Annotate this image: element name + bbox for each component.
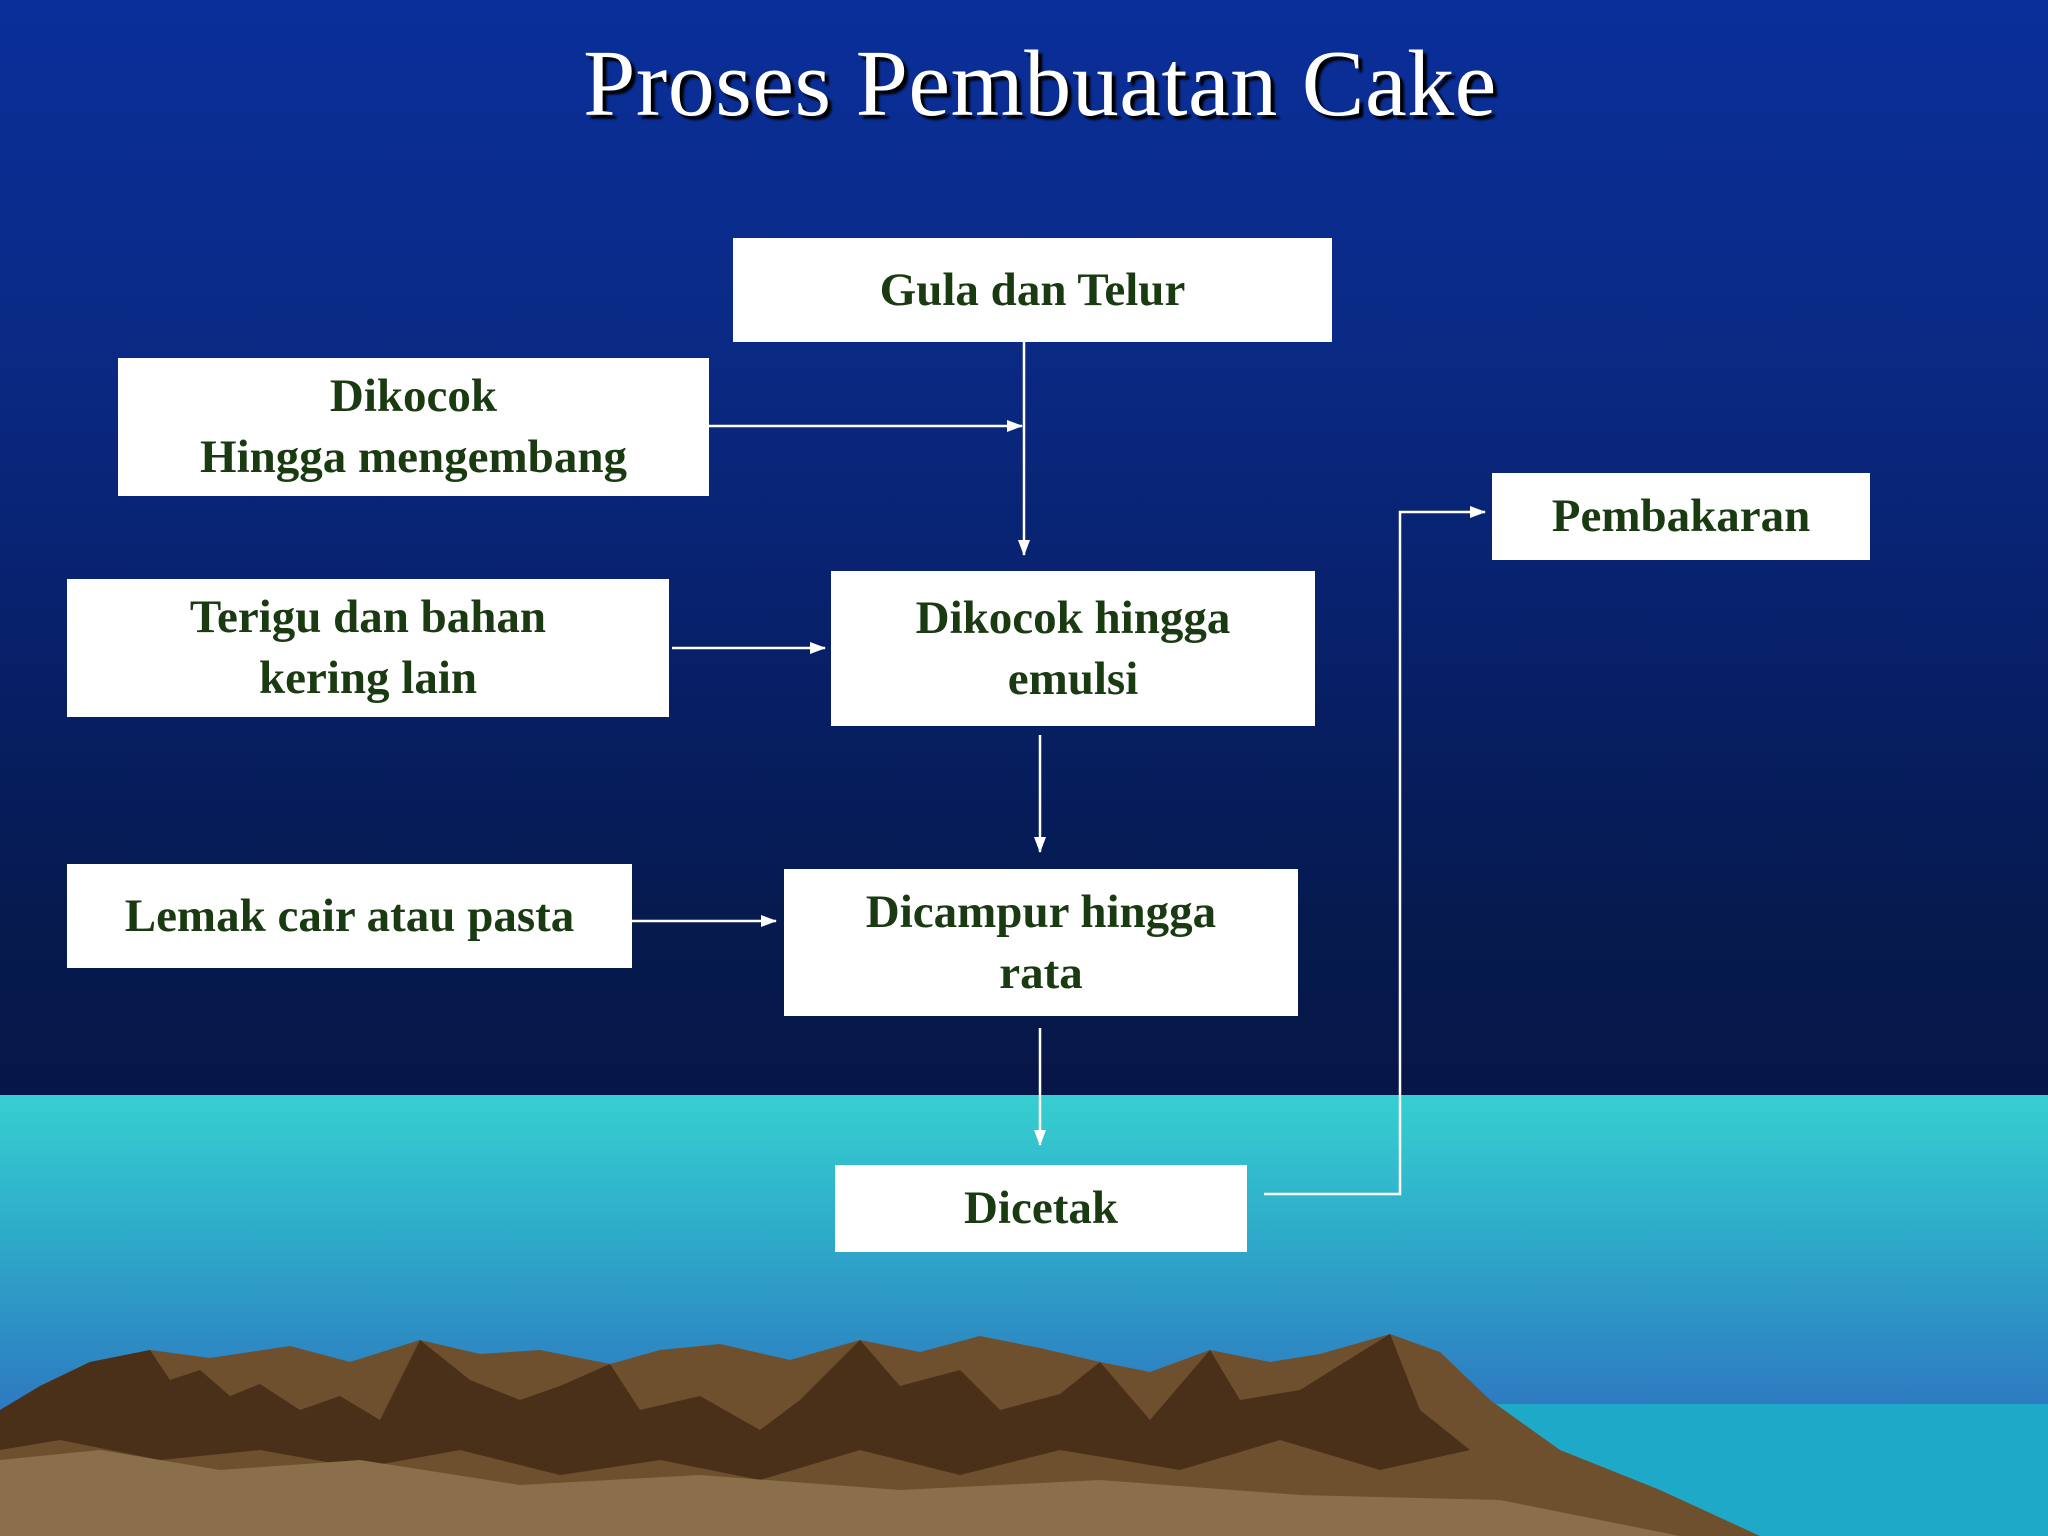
mountain-scenery — [0, 1334, 2048, 1536]
arrow-dicetak-to-pembakaran — [1264, 506, 1486, 1196]
node-dicetak: Dicetak — [835, 1165, 1247, 1252]
foreground-hills — [0, 1450, 1680, 1536]
mountain-shadow — [0, 1334, 1470, 1480]
node-dicampur-rata: Dicampur hingga rata — [784, 869, 1298, 1016]
node-pembakaran: Pembakaran — [1492, 473, 1870, 560]
node-lemak-cair-pasta: Lemak cair atau pasta — [67, 864, 632, 968]
slide-title: Proses Pembuatan Cake — [583, 32, 1497, 136]
node-gula-dan-telur: Gula dan Telur — [733, 238, 1332, 342]
node-terigu-bahan-kering: Terigu dan bahan kering lain — [67, 579, 669, 717]
node-dikocok-emulsi: Dikocok hingga emulsi — [831, 571, 1315, 726]
shoreline-water — [1470, 1404, 2048, 1536]
node-dikocok-mengembang: Dikocok Hingga mengembang — [118, 358, 709, 496]
